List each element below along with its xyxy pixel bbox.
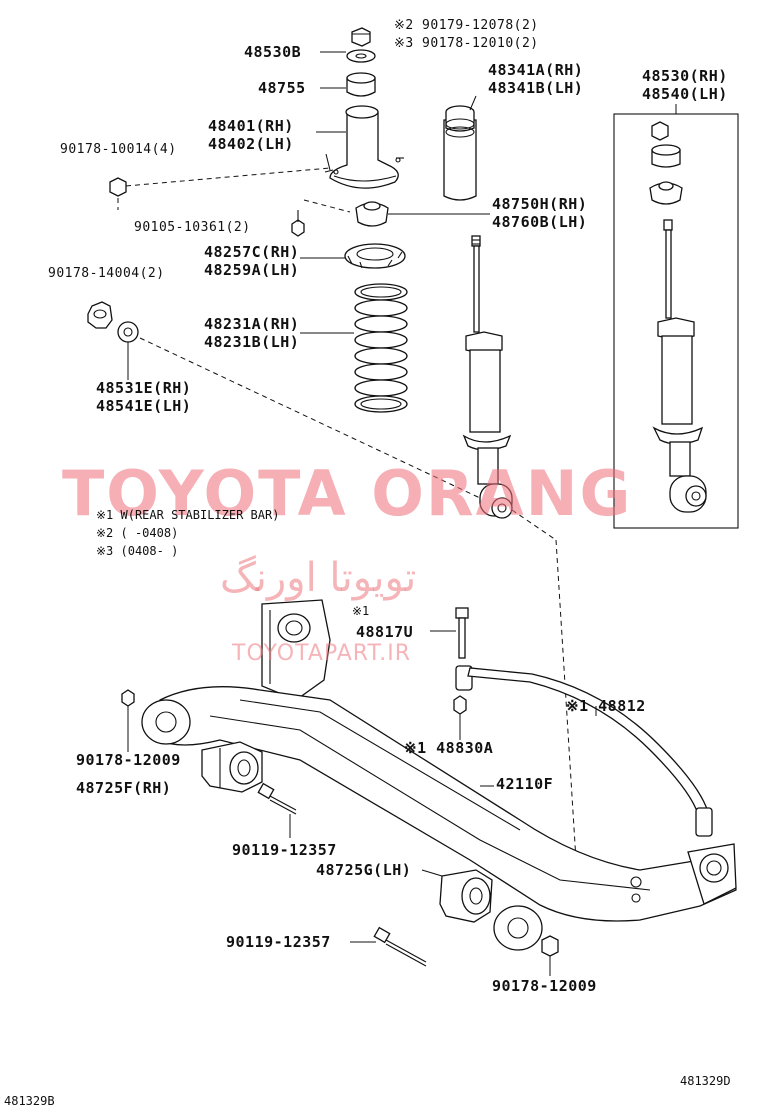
- label-48812: ※1 48812: [566, 697, 646, 715]
- upper-nut: [351, 27, 371, 47]
- label-90105-10361: 90105-10361(2): [134, 220, 251, 235]
- bump-stopper-48341: [443, 105, 477, 201]
- footer-right-code: 481329D: [680, 1074, 731, 1088]
- bolt-90119-12357-left: [257, 782, 297, 815]
- label-48231a: 48231A(RH): [204, 315, 300, 333]
- spring-seat-48257c: [344, 243, 406, 269]
- nut-90178-14004: [87, 301, 113, 329]
- label-90119-12357-right: 90119-12357: [226, 933, 331, 951]
- bolt-48817u: [455, 607, 469, 659]
- nut-90178-10014: [109, 177, 127, 197]
- label-48402: 48402(LH): [208, 135, 294, 153]
- label-48530b: 48530B: [244, 43, 302, 61]
- label-48540-lh: 48540(LH): [642, 85, 728, 103]
- stabilizer-bar-48812: [455, 665, 713, 837]
- rear-axle-beam-42110f: [141, 599, 737, 951]
- bolt-90105-10361: [291, 210, 305, 237]
- label-48725g: 48725G(LH): [316, 861, 412, 879]
- label-48817u: 48817U: [356, 623, 414, 641]
- label-48830a: ※1 48830A: [404, 739, 494, 757]
- label-48755: 48755: [258, 79, 306, 97]
- label-90178-12009-left: 90178-12009: [76, 751, 181, 769]
- label-48231b: 48231B(LH): [204, 333, 300, 351]
- label-48725f: 48725F(RH): [76, 779, 172, 797]
- bushing-48725f: [201, 741, 263, 793]
- label-48341a: 48341A(RH): [488, 61, 584, 79]
- watermark-persian: تویوتا اورنگ: [220, 555, 417, 601]
- shock-absorber: [462, 235, 513, 519]
- label-48530-rh: 48530(RH): [642, 67, 728, 85]
- label-48259a: 48259A(LH): [204, 261, 300, 279]
- label-48750h: 48750H(RH): [492, 195, 588, 213]
- bolt-90119-12357-right: [373, 926, 427, 967]
- label-90178-12010: ※3 90178-12010(2): [394, 36, 539, 51]
- label-90178-12009-right: 90178-12009: [492, 977, 597, 995]
- bushing-48725g: [439, 869, 493, 923]
- label-48760b: 48760B(LH): [492, 213, 588, 231]
- nut-90178-12009-left: [121, 689, 135, 707]
- upper-support-48401: [324, 105, 404, 189]
- nut-90178-12009-right: [541, 935, 559, 957]
- shock-assembly-box: [613, 104, 739, 529]
- cushion-48755: [346, 72, 376, 97]
- label-48817u-mark: ※1: [352, 604, 370, 618]
- coil-spring-48231: [354, 283, 408, 413]
- footer-left-code: 481329B: [4, 1094, 55, 1108]
- label-90179-12078: ※2 90179-12078(2): [394, 18, 539, 33]
- label-48401: 48401(RH): [208, 117, 294, 135]
- label-90178-14004: 90178-14004(2): [48, 266, 165, 281]
- label-48257c: 48257C(RH): [204, 243, 300, 261]
- label-90178-10014: 90178-10014(4): [60, 142, 177, 157]
- washer-48531e: [117, 321, 139, 343]
- watermark-site: TOYOTAPART.IR: [232, 641, 412, 666]
- label-90119-12357-left: 90119-12357: [232, 841, 337, 859]
- note-2: ※2 ( -0408): [96, 526, 179, 540]
- label-42110f: 42110F: [496, 775, 554, 793]
- washer-48530b: [346, 49, 376, 63]
- note-3: ※3 (0408- ): [96, 544, 179, 558]
- nut-48830a: [453, 695, 467, 715]
- label-48531e: 48531E(RH): [96, 379, 192, 397]
- label-48541e: 48541E(LH): [96, 397, 192, 415]
- note-1: ※1 W(REAR STABILIZER BAR): [96, 508, 280, 522]
- label-48341b: 48341B(LH): [488, 79, 584, 97]
- insulator-48750h: [355, 201, 389, 227]
- watermark-brand: TOYOTA ORANG: [62, 457, 633, 530]
